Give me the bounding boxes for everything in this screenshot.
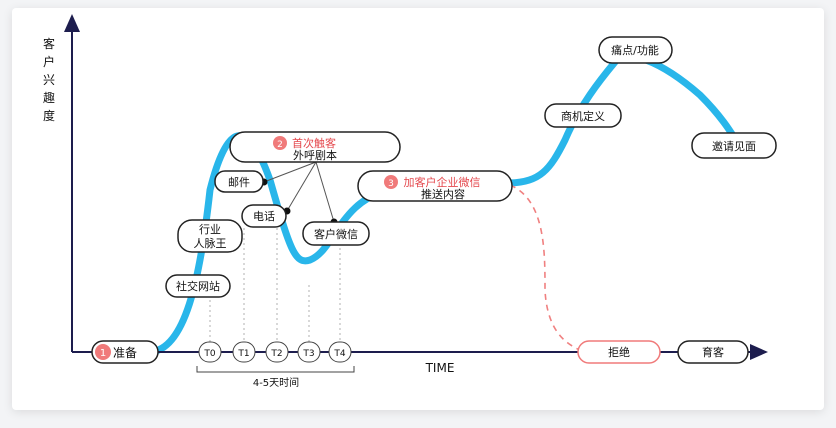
svg-text:拒绝: 拒绝 [608, 345, 630, 359]
svg-text:推送内容: 推送内容 [421, 187, 465, 201]
interest-curve [146, 52, 744, 356]
svg-text:T0: T0 [203, 349, 215, 359]
node-opportunity-definition: 商机定义 [544, 103, 622, 128]
svg-text:2: 2 [277, 140, 283, 150]
svg-text:1: 1 [100, 348, 106, 359]
y-axis-label: 客 户 兴 趣 度 [43, 36, 55, 123]
touch-connectors [263, 161, 335, 223]
node-invite-meeting: 邀请见面 [691, 132, 777, 159]
tick-t3: T3 [297, 341, 321, 363]
svg-text:邮件: 邮件 [228, 176, 250, 189]
node-social-network: 社交网站 [165, 274, 231, 298]
svg-text:兴: 兴 [43, 73, 55, 87]
svg-text:4-5天时间: 4-5天时间 [253, 376, 299, 389]
svg-text:T1: T1 [237, 349, 249, 359]
svg-text:趣: 趣 [43, 90, 55, 105]
tick-t2: T2 [265, 341, 289, 363]
svg-text:客: 客 [43, 36, 55, 51]
svg-text:痛点/功能: 痛点/功能 [611, 43, 659, 57]
tick-t1: T1 [232, 341, 256, 363]
svg-text:T3: T3 [302, 349, 314, 359]
x-axis-label: TIME [425, 361, 455, 375]
time-bracket: 4-5天时间 [196, 366, 355, 389]
svg-text:T4: T4 [333, 349, 345, 359]
node-phone: 电话 [241, 204, 287, 228]
tick-guides [209, 228, 341, 342]
tick-t0: T0 [198, 341, 222, 363]
svg-text:育客: 育客 [702, 345, 724, 359]
svg-text:客户微信: 客户微信 [314, 227, 358, 241]
node-email: 邮件 [214, 170, 264, 193]
svg-text:加客户企业微信: 加客户企业微信 [404, 175, 481, 189]
node-pain-point: 痛点/功能 [598, 36, 673, 64]
svg-text:准备: 准备 [113, 346, 137, 360]
svg-text:电话: 电话 [253, 210, 275, 223]
rejection-curve [509, 184, 586, 353]
node-nurture: 育客 [677, 340, 749, 364]
svg-text:首次触客: 首次触客 [292, 136, 336, 150]
svg-text:度: 度 [43, 108, 55, 123]
step-3-add-wechat: 3 加客户企业微信 推送内容 [357, 170, 513, 202]
step-2-first-contact: 2 首次触客 外呼剧本 [229, 131, 401, 163]
step-1-prepare: 1 准备 [91, 340, 159, 364]
svg-text:外呼剧本: 外呼剧本 [293, 148, 337, 162]
node-industry-connector: 行业 人脉王 [177, 219, 243, 253]
svg-text:T2: T2 [270, 349, 282, 359]
svg-text:行业: 行业 [199, 223, 221, 236]
time-ticks: T0 T1 T2 T3 T4 [198, 341, 352, 363]
node-reject: 拒绝 [577, 340, 661, 364]
svg-text:邀请见面: 邀请见面 [712, 139, 756, 153]
tick-t4: T4 [328, 341, 352, 363]
svg-text:人脉王: 人脉王 [194, 236, 227, 250]
svg-text:3: 3 [388, 179, 394, 189]
svg-text:户: 户 [43, 54, 55, 69]
svg-text:社交网站: 社交网站 [176, 279, 220, 293]
node-customer-wechat: 客户微信 [302, 221, 370, 246]
svg-text:商机定义: 商机定义 [561, 109, 605, 123]
